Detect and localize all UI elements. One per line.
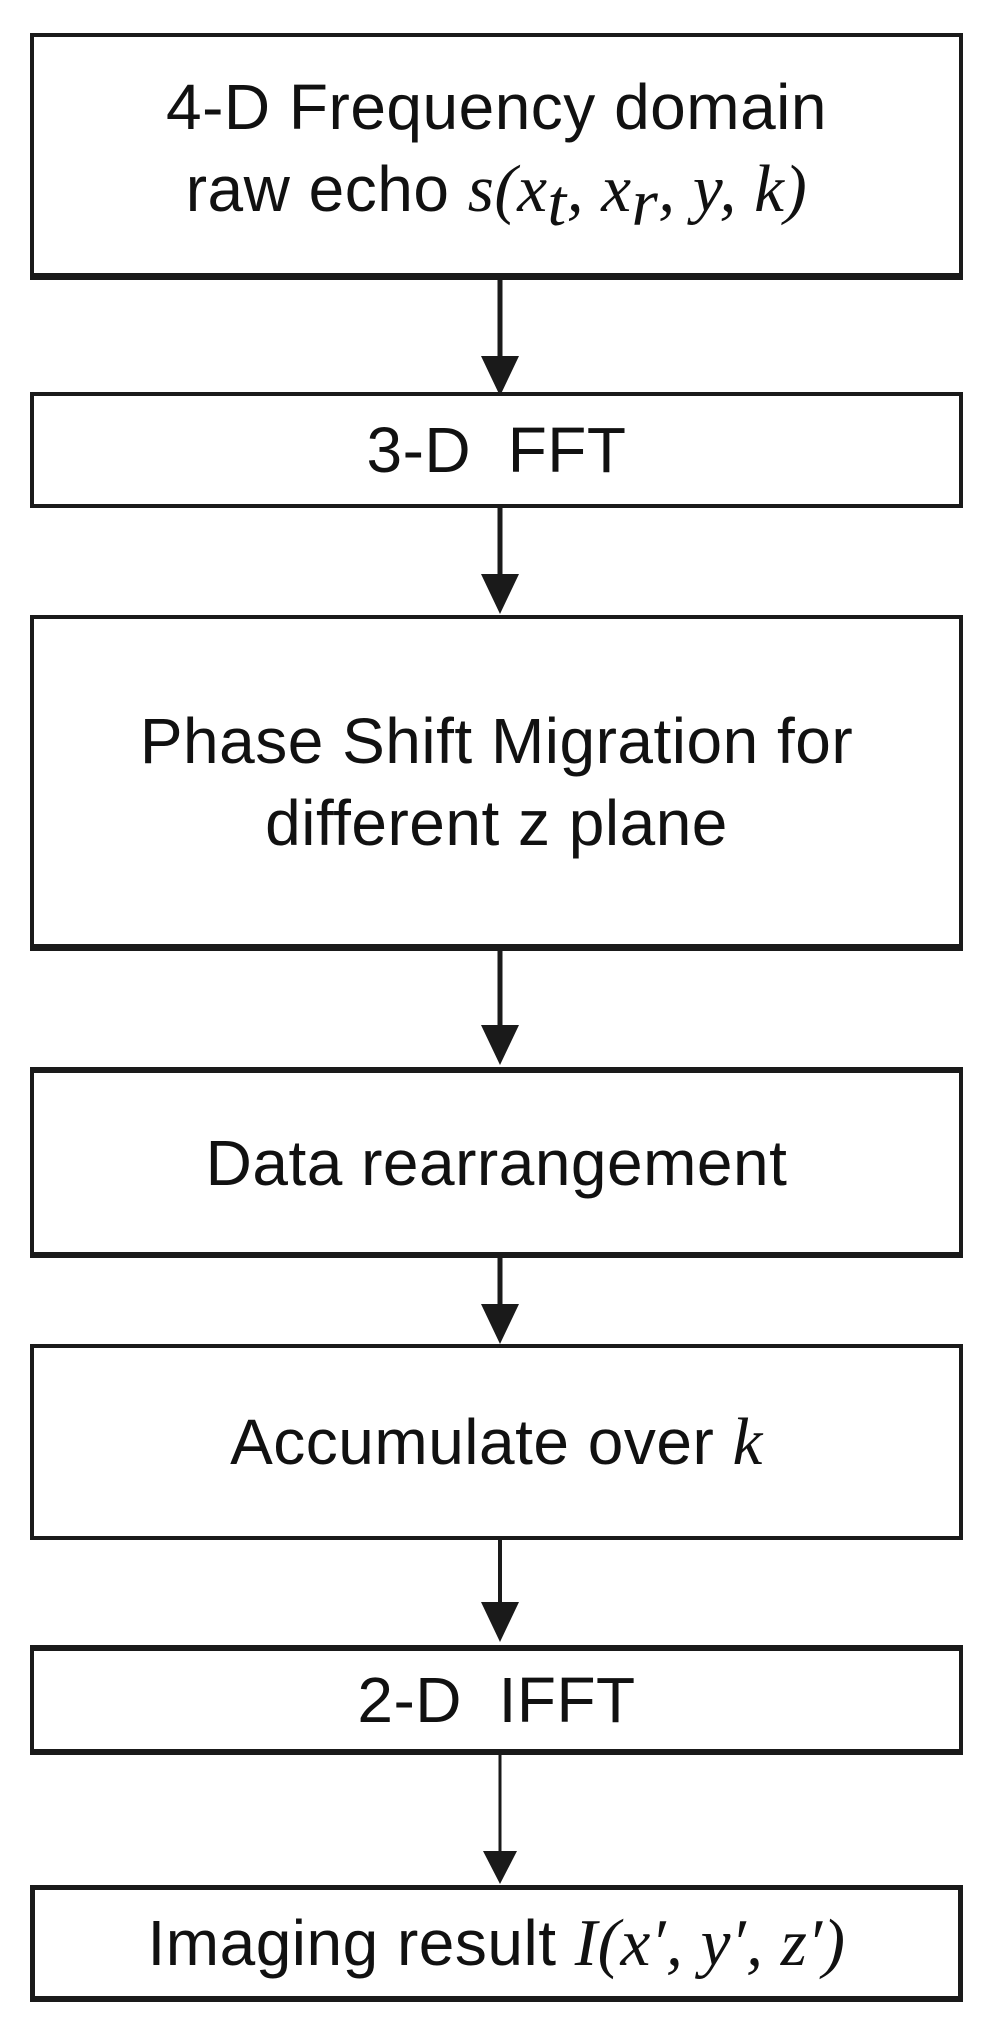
box-data-rearrangement: Data rearrangement: [30, 1067, 963, 1258]
math-mid: , x: [566, 151, 632, 227]
accumulate-text: Accumulate over: [230, 1406, 733, 1478]
box-2d-ifft: 2-D IFFT: [30, 1645, 963, 1755]
arrow-4-line: [497, 1258, 503, 1306]
math-tail: , y, k): [658, 151, 808, 227]
box-3d-fft: 3-D FFT: [30, 392, 963, 508]
arrow-2-line: [497, 508, 503, 576]
arrow-1-down-arrow-icon: [481, 356, 519, 396]
box-imaging-result-label: Imaging result I(x′, y′, z′): [148, 1902, 846, 1984]
box-raw-echo-line2: raw echo s(xt, xr, y, k): [186, 148, 808, 244]
math-s-open: s(x: [467, 151, 548, 227]
math-sub-t: t: [547, 164, 567, 240]
arrow-5-down-arrow-icon: [481, 1602, 519, 1642]
math-sub-r: r: [631, 164, 659, 240]
box-psm-line2: different z plane: [265, 786, 728, 859]
arrow-6-down-arrow-icon: [483, 1851, 517, 1884]
box-accumulate-over-k: Accumulate over k: [30, 1344, 963, 1540]
box-raw-echo: 4-D Frequency domain raw echo s(xt, xr, …: [30, 33, 963, 280]
arrow-6-line: [498, 1755, 502, 1853]
arrow-1-line: [497, 280, 503, 358]
arrow-5-line: [498, 1540, 502, 1604]
raw-echo-text: raw echo: [185, 153, 468, 226]
box-3d-fft-label: 3-D FFT: [366, 414, 627, 486]
box-phase-shift-migration: Phase Shift Migration for different z pl…: [30, 615, 963, 951]
box-data-rearrangement-label: Data rearrangement: [205, 1126, 788, 1199]
box-psm-line1: Phase Shift Migration for: [139, 704, 854, 777]
arrow-4-down-arrow-icon: [481, 1304, 519, 1344]
box-raw-echo-line1: 4-D Frequency domain: [166, 71, 827, 144]
arrow-3-line: [497, 951, 503, 1027]
box-accumulate-label: Accumulate over k: [230, 1401, 763, 1483]
arrow-2-down-arrow-icon: [481, 574, 519, 614]
imaging-result-text: Imaging result: [147, 1907, 575, 1979]
math-k: k: [732, 1404, 763, 1479]
math-imaging-result: I(x′, y′, z′): [574, 1905, 846, 1980]
box-2d-ifft-label: 2-D IFFT: [357, 1664, 636, 1736]
arrow-3-down-arrow-icon: [481, 1025, 519, 1065]
box-imaging-result: Imaging result I(x′, y′, z′): [30, 1885, 963, 2002]
